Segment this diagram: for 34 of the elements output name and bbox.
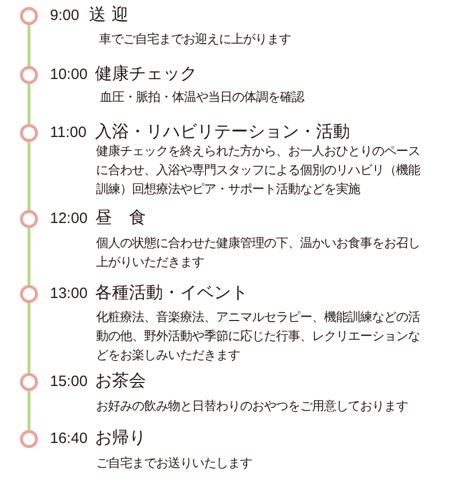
activity-title: お茶会: [95, 370, 146, 392]
activity-description: お好みの飲み物と日替わりのおやつをご用意しております: [96, 398, 408, 414]
activity-description: 個人の状態に合わせた健康管理の下、温かいお食事をお召し上がりいただきます: [96, 234, 421, 270]
activity-description: 化粧療法、音楽療法、アニマルセラピー、機能訓練などの活動の他、野外活動や季節に応じた行事、レクリエーションなどをお楽しみいただきます: [96, 308, 421, 364]
timeline-ring: [20, 124, 38, 142]
timeline-ring: [20, 373, 38, 391]
timeline-line: [28, 142, 30, 210]
timeline-line: [28, 84, 30, 124]
timeline-line: [28, 25, 30, 66]
time-label: 13:00: [50, 285, 88, 303]
time-label: 10:00: [50, 66, 88, 84]
time-label: 16:40: [50, 430, 88, 448]
time-label: 12:00: [50, 210, 88, 228]
activity-title: お帰り: [95, 427, 146, 449]
timeline-ring: [20, 210, 38, 228]
activity-description: 車でご自宅までお迎えに上がります: [99, 30, 291, 48]
timeline-line: [28, 228, 30, 285]
timeline-ring: [20, 7, 38, 25]
timeline-ring: [20, 285, 38, 303]
activity-description: 健康チェックを終えられた方から、お一人おひとりのペースに合わせ、入浴や専門スタッフによる個別のリハビリ（機能訓練）回想療法やピア・サポート活動などを実施: [96, 142, 422, 198]
activity-description: ご自宅までお送りいたします: [96, 454, 252, 472]
activity-title: 入浴・リハビリテーション・活動: [95, 121, 350, 143]
timeline-ring: [20, 66, 38, 84]
activity-title: 昼 食: [95, 207, 146, 229]
activity-title: 送 迎: [89, 4, 128, 26]
activity-title: 健康チェック: [95, 63, 197, 85]
time-label: 9:00: [50, 7, 80, 25]
timeline-line: [28, 391, 30, 430]
time-label: 11:00: [50, 124, 86, 142]
timeline-ring: [20, 430, 38, 448]
time-label: 15:00: [50, 373, 88, 391]
activity-description: 血圧・脈拍・体温や当日の体調を確認: [100, 88, 304, 106]
timeline-line: [28, 303, 30, 373]
activity-title: 各種活動・イベント: [95, 282, 248, 304]
